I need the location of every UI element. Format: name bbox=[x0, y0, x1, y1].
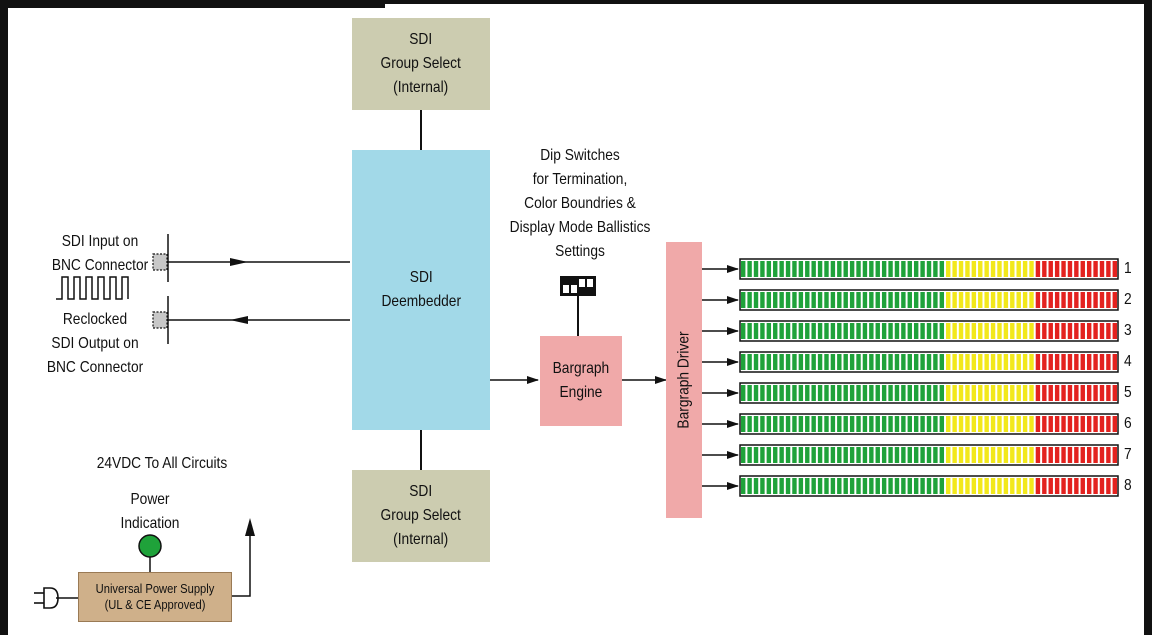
channel-number: 3 bbox=[1124, 322, 1132, 339]
meter-7 bbox=[739, 444, 1119, 466]
left-border bbox=[0, 0, 8, 635]
bargraph-meters bbox=[739, 258, 1119, 497]
group-select-bottom-label: SDI Group Select (Internal) bbox=[380, 483, 462, 548]
group-select-bottom-block: SDI Group Select (Internal) bbox=[352, 470, 490, 562]
meter-6 bbox=[739, 413, 1119, 435]
meter-8 bbox=[739, 475, 1119, 497]
channel-number: 5 bbox=[1124, 384, 1132, 401]
channel-number: 7 bbox=[1124, 446, 1132, 463]
dip-switches-label: Dip Switches for Termination, Color Boun… bbox=[509, 147, 651, 260]
power-indication-label: Power Indication bbox=[120, 491, 180, 532]
channel-number: 8 bbox=[1124, 477, 1132, 494]
meter-4 bbox=[739, 351, 1119, 373]
sdi-input-label: SDI Input on BNC Connector bbox=[51, 233, 149, 274]
meter-3 bbox=[739, 320, 1119, 342]
top-border-thick bbox=[0, 0, 385, 8]
bargraph-driver-label: Bargraph Driver bbox=[675, 331, 692, 429]
power-plug-icon bbox=[34, 587, 59, 609]
meter-5 bbox=[739, 382, 1119, 404]
bargraph-engine-label: Bargraph Engine bbox=[552, 360, 610, 401]
group-select-top-label: SDI Group Select (Internal) bbox=[380, 31, 462, 96]
driver-output-arrows bbox=[702, 265, 739, 490]
power-all-circuits-label: 24VDC To All Circuits bbox=[96, 455, 228, 472]
signal-waveform-icon bbox=[56, 276, 129, 300]
bnc-output-connector bbox=[152, 296, 169, 344]
channel-number: 1 bbox=[1124, 260, 1132, 277]
meter-1 bbox=[739, 258, 1119, 280]
power-distribution-arrow bbox=[232, 524, 251, 597]
deembedder-block: SDI Deembedder bbox=[352, 150, 490, 430]
bargraph-engine-block: Bargraph Engine bbox=[540, 336, 622, 426]
arrowhead-sdi-in bbox=[230, 258, 248, 266]
deembedder-label: SDI Deembedder bbox=[381, 269, 461, 310]
power-led-icon bbox=[138, 534, 162, 558]
dip-switch-icon bbox=[560, 276, 596, 296]
bnc-input-connector bbox=[152, 234, 169, 282]
power-supply-block: Universal Power Supply (UL & CE Approved… bbox=[78, 572, 232, 622]
channel-number: 6 bbox=[1124, 415, 1132, 432]
power-arrowhead bbox=[245, 518, 255, 536]
top-border-thin bbox=[385, 0, 1152, 4]
arrowhead-sdi-out bbox=[230, 316, 248, 324]
bargraph-driver-block: Bargraph Driver bbox=[666, 242, 702, 518]
channel-number: 2 bbox=[1124, 291, 1132, 308]
meter-2 bbox=[739, 289, 1119, 311]
channel-number: 4 bbox=[1124, 353, 1132, 370]
group-select-top-block: SDI Group Select (Internal) bbox=[352, 18, 490, 110]
reclocked-output-label: Reclocked SDI Output on BNC Connector bbox=[46, 311, 144, 376]
power-supply-label: Universal Power Supply (UL & CE Approved… bbox=[95, 581, 215, 612]
right-border bbox=[1144, 0, 1152, 635]
